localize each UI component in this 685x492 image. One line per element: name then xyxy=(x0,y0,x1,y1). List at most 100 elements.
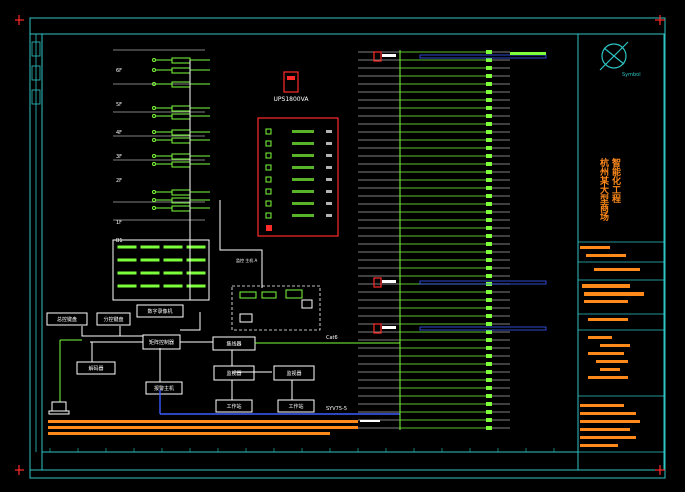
terminal-row xyxy=(358,258,510,262)
network-hub-area: 监控 主机 A xyxy=(231,257,321,331)
terminal-row xyxy=(358,226,510,230)
camera-row xyxy=(152,129,210,136)
block-label: 矩阵控制器 xyxy=(149,339,174,346)
block-label: 工作站 xyxy=(226,403,241,410)
terminal-row xyxy=(358,290,510,294)
block-alarm: 报警主机 xyxy=(145,381,183,395)
title-block-text xyxy=(582,284,630,288)
legend-row xyxy=(265,152,332,159)
terminal-row xyxy=(358,98,510,102)
block-monitor_a: 监视器 xyxy=(213,365,255,381)
ups-model-label: UPS1800VA xyxy=(274,96,310,103)
title-block-text xyxy=(580,436,636,439)
title-block-text xyxy=(580,420,640,423)
block-label: 报警主机 xyxy=(154,385,174,392)
terminal-row xyxy=(358,402,510,406)
distribution-tag xyxy=(373,277,547,288)
block-label: 解码器 xyxy=(88,365,103,372)
note-line xyxy=(360,420,380,422)
terminal-row xyxy=(358,186,510,190)
title-block-text xyxy=(588,336,612,339)
terminal-row xyxy=(358,394,510,398)
terminal-row xyxy=(358,114,510,118)
terminal-row xyxy=(358,74,510,78)
terminal-row xyxy=(358,218,510,222)
note-line xyxy=(48,426,358,429)
terminal-row xyxy=(358,138,510,142)
terminal-row xyxy=(358,346,510,350)
camera-row xyxy=(152,113,210,120)
terminal-row xyxy=(358,242,510,246)
floor-label: 5F xyxy=(116,102,122,108)
title-block-text xyxy=(580,246,610,249)
terminal-row xyxy=(358,194,510,198)
title-block-text xyxy=(600,344,630,347)
terminal-row xyxy=(358,266,510,270)
floor-label: 2F xyxy=(116,178,122,184)
cat6-label: Cat6 xyxy=(326,335,338,341)
camera-row xyxy=(152,137,210,144)
terminal-row xyxy=(358,378,510,382)
legend-panel xyxy=(257,117,339,237)
title-block: Symbol 杭州某大型商场 智能化工程 xyxy=(578,41,664,453)
camera-row xyxy=(152,153,210,160)
title-block-text xyxy=(580,444,618,447)
ups-module: UPS1800VA xyxy=(274,71,310,103)
title-block-text xyxy=(600,368,620,371)
terminal-row xyxy=(358,338,510,342)
terminal-row xyxy=(358,330,510,334)
notes-bars xyxy=(48,420,380,435)
terminal-row xyxy=(358,210,510,214)
floor-label: 3F xyxy=(116,154,122,160)
ups-icon xyxy=(283,71,299,93)
title-block-text xyxy=(588,318,628,321)
block-label: 分控键盘 xyxy=(103,316,123,323)
camera-row xyxy=(152,67,210,74)
terminal-row xyxy=(358,370,510,374)
note-line xyxy=(48,420,358,423)
camera-row xyxy=(152,105,210,112)
syv-label: SYV75-5 xyxy=(326,406,347,412)
block-ctrl_1: 总控键盘 xyxy=(46,312,88,326)
block-dvr: 数字录像机 xyxy=(136,304,184,318)
terminal-row xyxy=(358,122,510,126)
project-name-line1: 杭州某大型商场 xyxy=(598,157,610,222)
terminal-row xyxy=(358,146,510,150)
title-block-text xyxy=(588,352,624,355)
terminal-row xyxy=(358,426,510,430)
legend-row xyxy=(265,200,332,207)
terminal-row xyxy=(358,418,510,422)
company-logo xyxy=(599,41,629,71)
camera-row xyxy=(152,189,210,196)
terminal-row xyxy=(358,234,510,238)
block-label: 监视器 xyxy=(286,370,301,377)
title-block-text xyxy=(584,292,644,296)
title-block-bars xyxy=(580,246,644,447)
logo-caption: Symbol xyxy=(622,72,641,78)
legend-rows xyxy=(265,128,332,231)
title-block-text xyxy=(580,428,630,431)
block-hub: 集线器 xyxy=(212,336,256,351)
legend-row xyxy=(265,164,332,171)
terminal-row xyxy=(358,66,510,70)
terminal-row xyxy=(358,386,510,390)
block-label: 集线器 xyxy=(226,341,241,348)
block-decoder: 解码器 xyxy=(76,361,116,375)
legend-row xyxy=(265,188,332,195)
floor-label: 4F xyxy=(116,130,122,136)
legend-row xyxy=(265,212,332,219)
block-label: 监视器 xyxy=(226,370,241,377)
corner-marks xyxy=(15,15,665,475)
system-wiring xyxy=(59,50,401,430)
camera-row xyxy=(152,81,210,88)
title-block-text xyxy=(580,404,624,407)
legend-red-marker xyxy=(266,225,272,231)
floor-label: B1 xyxy=(116,238,123,244)
block-label: 数字录像机 xyxy=(147,308,172,315)
terminal-row xyxy=(358,130,510,134)
terminal-row xyxy=(358,410,510,414)
distribution-tag xyxy=(373,323,547,334)
note-line xyxy=(48,432,330,435)
